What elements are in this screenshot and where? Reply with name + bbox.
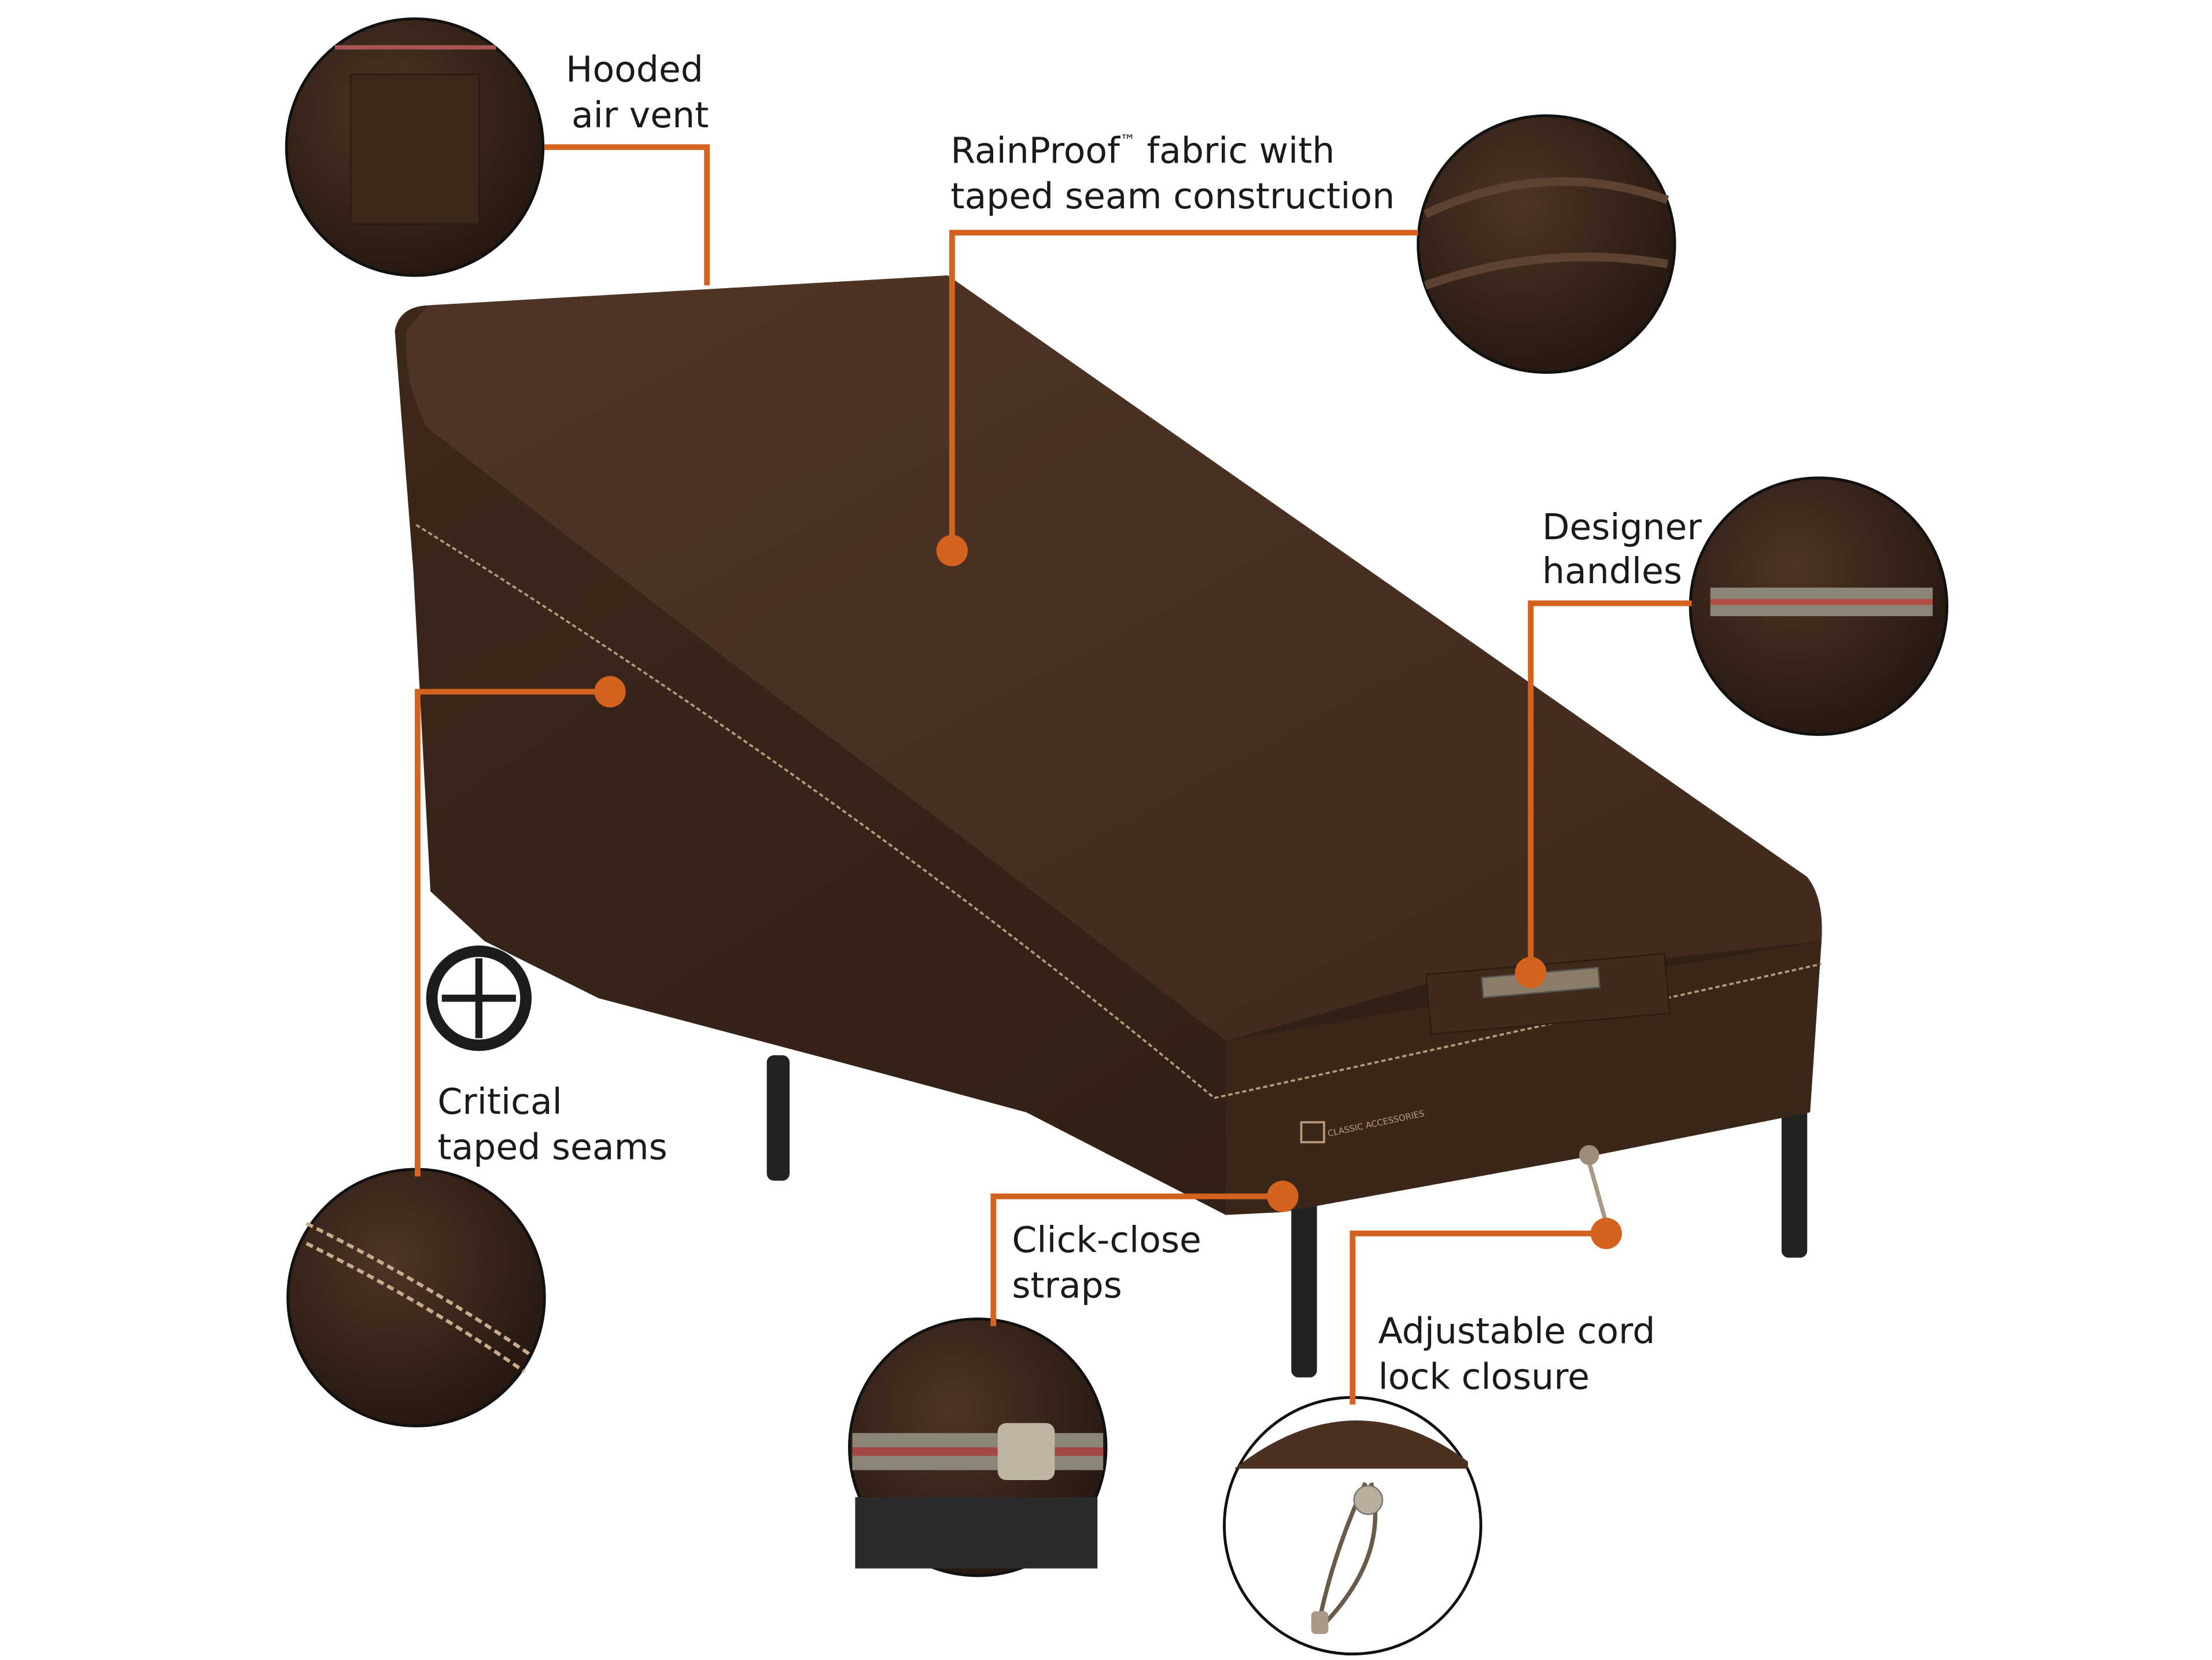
seams-label-line1: Critical	[437, 1081, 562, 1122]
detail-handles-circle	[1689, 476, 1949, 736]
detail-fabric-circle	[1417, 114, 1676, 374]
callout-handles: Designer handles	[1542, 506, 1702, 592]
callout-vent: Hooded air vent	[566, 49, 709, 136]
chaise-frame	[426, 945, 1808, 1378]
vent-label-line2: air vent	[572, 94, 709, 136]
handles-label-line1: Designer	[1542, 506, 1702, 548]
straps-leader	[990, 1193, 1283, 1326]
cord-marker	[1590, 1217, 1622, 1249]
chaise-lounge-cover: CLASSIC ACCESSORIES	[395, 275, 1822, 1224]
detail-vent-circle	[285, 17, 545, 277]
fabric-label-line1: RainProof™ fabric with	[950, 130, 1334, 171]
callout-straps: Click-close straps	[1012, 1219, 1201, 1306]
cord-leader	[1350, 1230, 1606, 1405]
straps-label-line2: straps	[1012, 1265, 1122, 1306]
seams-marker	[594, 676, 626, 708]
fabric-label-line2: taped seam construction	[950, 175, 1395, 217]
cord-label-line2: lock closure	[1378, 1356, 1590, 1397]
seams-leader	[415, 689, 610, 1177]
seams-label-line2: taped seams	[437, 1127, 667, 1168]
cord-label-line1: Adjustable cord	[1378, 1311, 1656, 1352]
detail-cord-circle	[1223, 1396, 1483, 1656]
handles-marker	[1515, 956, 1547, 988]
vent-label-line1: Hooded	[566, 49, 703, 90]
handles-leader	[1528, 600, 1692, 973]
leader-lines	[415, 144, 1692, 1405]
detail-seams-circle	[286, 1168, 546, 1427]
handles-label-line2: handles	[1542, 550, 1682, 592]
callout-fabric: RainProof™ fabric with taped seam constr…	[950, 130, 1395, 217]
straps-marker	[1267, 1180, 1299, 1212]
detail-straps-circle	[848, 1317, 1108, 1577]
fabric-marker	[936, 535, 968, 566]
fabric-leader	[949, 230, 1418, 551]
callout-cord: Adjustable cord lock closure	[1378, 1311, 1656, 1398]
straps-label-line1: Click-close	[1012, 1219, 1201, 1261]
vent-leader	[544, 144, 710, 286]
callout-seams: Critical taped seams	[437, 1081, 667, 1168]
